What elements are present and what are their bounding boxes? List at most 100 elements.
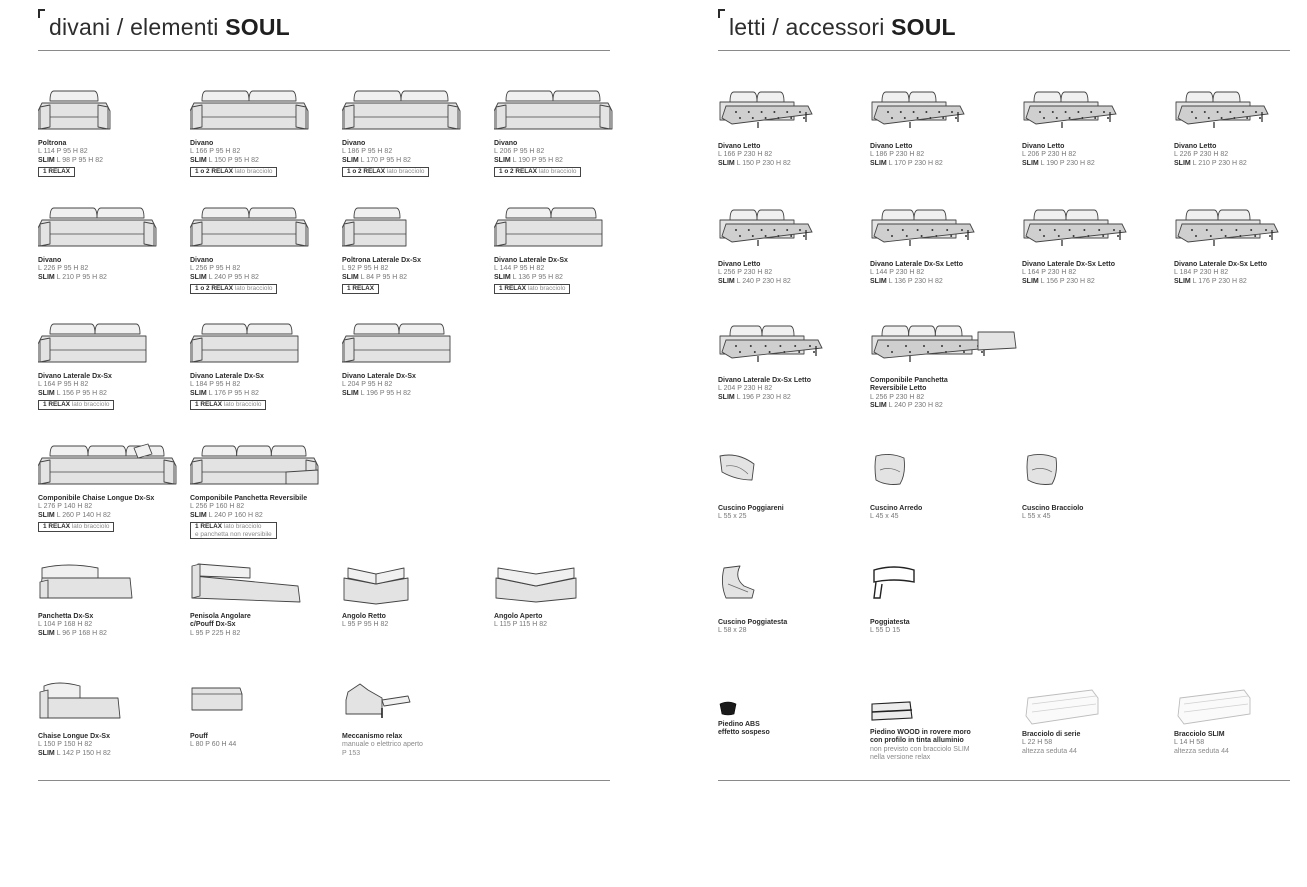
product-name: Cuscino Poggiareni [718, 505, 784, 512]
side-sofa-icon [38, 323, 147, 363]
sofa-bed-icon [1023, 91, 1117, 128]
slim-dimensions: SLIM L 210 P 230 H 82 [1174, 159, 1247, 167]
armchair-icon [38, 90, 111, 130]
sofa-icon [38, 207, 157, 247]
product-note: non previsto con bracciolo SLIM [870, 745, 970, 753]
product-dimensions: L 80 P 60 H 44 [190, 741, 237, 749]
product-dimensions: L 45 x 45 [870, 513, 899, 521]
relax-badge: 1 o 2 RELAX lato bracciolo [190, 284, 278, 294]
product-name: Divano Laterale Dx-Sx Letto [870, 261, 963, 268]
slim-dimensions: SLIM L 190 P 230 H 82 [1022, 159, 1095, 167]
product-name: Penisola Angolare [190, 613, 251, 620]
corner-mark [718, 9, 725, 18]
slim-dimensions: SLIM L 240 P 95 H 82 [190, 273, 259, 281]
relax-badge: 1 o 2 RELAX lato bracciolo [342, 167, 430, 177]
sofa-bed-icon [719, 91, 813, 128]
slim-dimensions: SLIM L 190 P 95 H 82 [494, 156, 563, 164]
slim-dimensions: SLIM L 176 P 230 H 82 [1174, 277, 1247, 285]
page-title: letti / accessori SOUL [729, 14, 956, 40]
product-dimensions: L 115 P 115 H 82 [494, 621, 548, 629]
product-name: Poltrona Laterale Dx-Sx [342, 257, 421, 264]
corner-mark [38, 9, 45, 18]
product-name: Panchetta Dx-Sx [38, 613, 94, 620]
chaise-longue-sofa-icon [38, 443, 177, 485]
sofa-bed-icon [1175, 91, 1269, 128]
right-corner-icon [343, 567, 409, 605]
product-dimensions: L 256 P 230 H 82 [870, 393, 925, 401]
slim-dimensions: SLIM L 136 P 95 H 82 [494, 273, 563, 281]
product-name: Divano Letto [718, 261, 761, 268]
product-dimensions: L 256 P 160 H 82 [190, 503, 245, 511]
product-name: Piedino WOOD in rovere moro [870, 729, 971, 736]
relax-badge: 1 RELAX lato bracciolo [190, 400, 267, 410]
product-note: manuale o elettrico aperto [342, 741, 423, 749]
product-dimensions: L 276 P 140 H 82 [38, 503, 93, 511]
relax-badge: 1 RELAX [38, 167, 75, 177]
slim-dimensions: SLIM L 150 P 230 H 82 [718, 159, 791, 167]
product-note-line2: P 153 [342, 749, 361, 757]
slim-dimensions: SLIM L 156 P 230 H 82 [1022, 277, 1095, 285]
page-title: divani / elementi SOUL [49, 14, 290, 40]
slim-armrest-icon [1177, 689, 1251, 725]
title-divider [38, 50, 610, 51]
slim-dimensions: SLIM L 196 P 95 H 82 [342, 389, 411, 397]
product-dimensions: L 22 H 58 [1022, 739, 1053, 747]
product-dimensions: L 164 P 95 H 82 [38, 381, 89, 389]
side-sofa-icon [494, 207, 603, 247]
product-name: Componibile Panchetta Reversibile [190, 495, 308, 502]
product-name: Bracciolo SLIM [1174, 731, 1225, 738]
product-name: Divano Laterale Dx-Sx [342, 373, 416, 380]
relax-badge: 1 RELAX [342, 284, 379, 294]
product-dimensions: L 144 P 95 H 82 [494, 265, 545, 273]
relax-badge: 1 RELAX lato bracciolo [494, 284, 571, 294]
product-name: Componibile Chaise Longue Dx-Sx [38, 495, 155, 502]
sectional-sofa-icon [190, 445, 319, 485]
product-dimensions: L 184 P 230 H 82 [1174, 269, 1229, 277]
headrest-icon [873, 566, 915, 599]
product-dimensions: L 150 P 150 H 82 [38, 741, 93, 749]
slim-dimensions: SLIM L 170 P 95 H 82 [342, 156, 411, 164]
product-dimensions: L 95 P 225 H 82 [190, 629, 241, 637]
product-note: altezza seduta 44 [1022, 747, 1077, 755]
product-name: Divano Letto [870, 143, 913, 150]
product-name: Divano Laterale Dx-Sx [38, 373, 112, 380]
product-name: Cuscino Bracciolo [1022, 505, 1084, 512]
product-dimensions: L 206 P 95 H 82 [494, 148, 545, 156]
recliner-mechanism-icon [345, 683, 411, 718]
product-name: Divano Laterale Dx-Sx Letto [1022, 261, 1115, 268]
sofa-icon [190, 207, 309, 247]
product-dimensions: L 186 P 230 H 82 [870, 151, 925, 159]
product-name: Divano [342, 140, 366, 147]
